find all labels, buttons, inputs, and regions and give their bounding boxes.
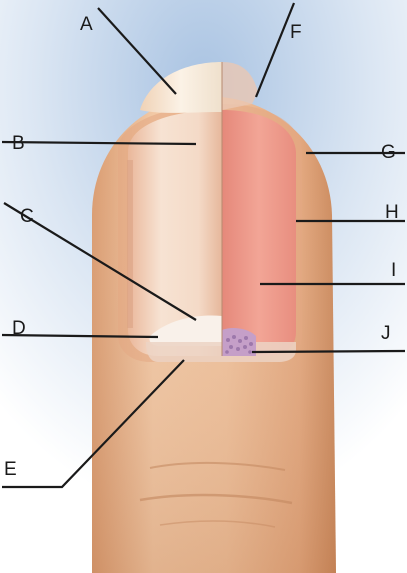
label-i: I xyxy=(391,260,396,281)
label-f: F xyxy=(290,22,302,43)
label-b: B xyxy=(12,133,25,154)
label-j: J xyxy=(381,323,391,344)
label-a: A xyxy=(80,14,93,35)
label-h: H xyxy=(385,202,399,223)
label-d: D xyxy=(12,318,26,339)
nail-bed xyxy=(222,110,296,356)
label-c: C xyxy=(20,206,34,227)
label-e: E xyxy=(4,459,17,480)
label-g: G xyxy=(381,142,396,163)
leader-line-j xyxy=(252,351,405,352)
